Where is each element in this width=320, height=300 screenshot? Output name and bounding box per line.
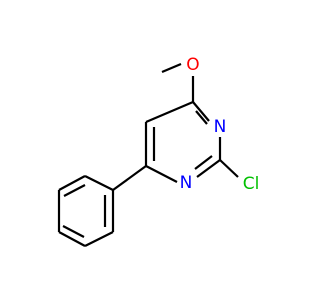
phenyl-bond-5-inner xyxy=(63,184,86,197)
bond-c4-n3-inner xyxy=(195,110,208,125)
nitrogen-n3-label: N xyxy=(214,117,227,137)
phenyl-bond-3 xyxy=(58,231,86,247)
bond-c2-chlorine xyxy=(219,159,239,178)
bond-c5-c4 xyxy=(145,100,194,124)
chlorine-atom-label: Cl xyxy=(243,174,260,194)
nitrogen-n1-label: N xyxy=(180,173,193,193)
phenyl-bond-5 xyxy=(58,175,86,191)
bond-c6-phenyl xyxy=(112,165,147,191)
chemical-structure-diagram: O N N Cl xyxy=(57,55,260,247)
bond-methyl-oxygen xyxy=(161,62,182,74)
phenyl-bond-3-inner xyxy=(62,225,85,238)
oxygen-atom-label: O xyxy=(186,55,199,75)
bond-c2-n1 xyxy=(196,159,221,178)
phenyl-bond-2 xyxy=(84,231,114,247)
bond-c2-n1-inner xyxy=(194,155,213,170)
bond-c4-n3 xyxy=(192,101,210,122)
phenyl-bond-6 xyxy=(84,175,114,191)
bond-n1-c6 xyxy=(145,165,178,183)
